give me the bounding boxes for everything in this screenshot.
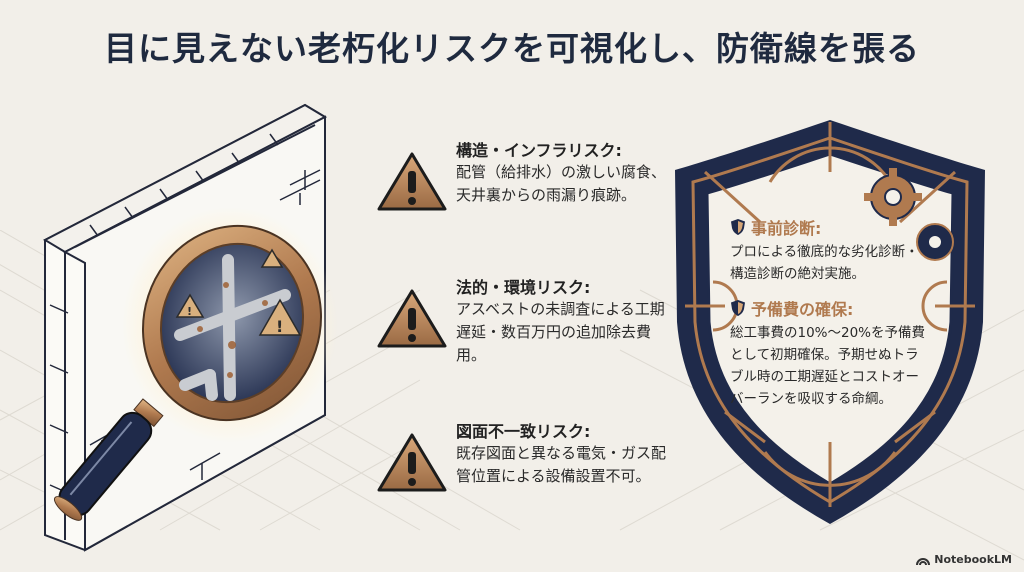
shield-item-pre-diagnosis: 事前診断: プロによる徹底的な劣化診断・構造診断の絶対実施。 <box>730 215 930 285</box>
risk-title: 図面不一致リスク: <box>456 422 591 441</box>
shield-item-contingency-budget: 予備費の確保: 総工事費の10%〜20%を予備費として初期確保。予期せぬトラブル… <box>730 296 930 410</box>
risk-title: 構造・インフラリスク: <box>456 141 622 160</box>
shield-item-body: 総工事費の10%〜20%を予備費として初期確保。予期せぬトラブル時の工期遅延とコ… <box>730 325 926 407</box>
warning-icon <box>377 433 447 492</box>
svg-text:!: ! <box>187 305 192 318</box>
risk-body: 配管（給排水）の激しい腐食、天井裏からの雨漏り痕跡。 <box>456 163 667 204</box>
shield-item-body: プロによる徹底的な劣化診断・構造診断の絶対実施。 <box>730 244 919 282</box>
warning-icon <box>377 152 447 211</box>
shield-icon <box>731 300 745 316</box>
shield-icon <box>731 219 745 235</box>
warning-icon <box>377 289 447 348</box>
magnifier-wall-illustration: ! ! <box>42 103 338 552</box>
risk-body: アスベストの未調査による工期遅延・数百万円の追加除去費用。 <box>456 300 665 364</box>
risk-title: 法的・環境リスク: <box>456 278 591 297</box>
svg-text:!: ! <box>276 317 283 336</box>
notebooklm-logo: NotebookLM <box>916 553 1012 566</box>
shield-item-title: 予備費の確保: <box>751 300 854 319</box>
page-title: 目に見えない老朽化リスクを可視化し、防衛線を張る <box>104 29 920 68</box>
defense-shield-illustration <box>675 120 985 524</box>
notebooklm-icon <box>916 557 931 565</box>
risk-body: 既存図面と異なる電気・ガス配管位置による設備設置不可。 <box>456 444 667 485</box>
logo-label: NotebookLM <box>934 553 1012 566</box>
shield-item-title: 事前診断: <box>751 219 822 238</box>
